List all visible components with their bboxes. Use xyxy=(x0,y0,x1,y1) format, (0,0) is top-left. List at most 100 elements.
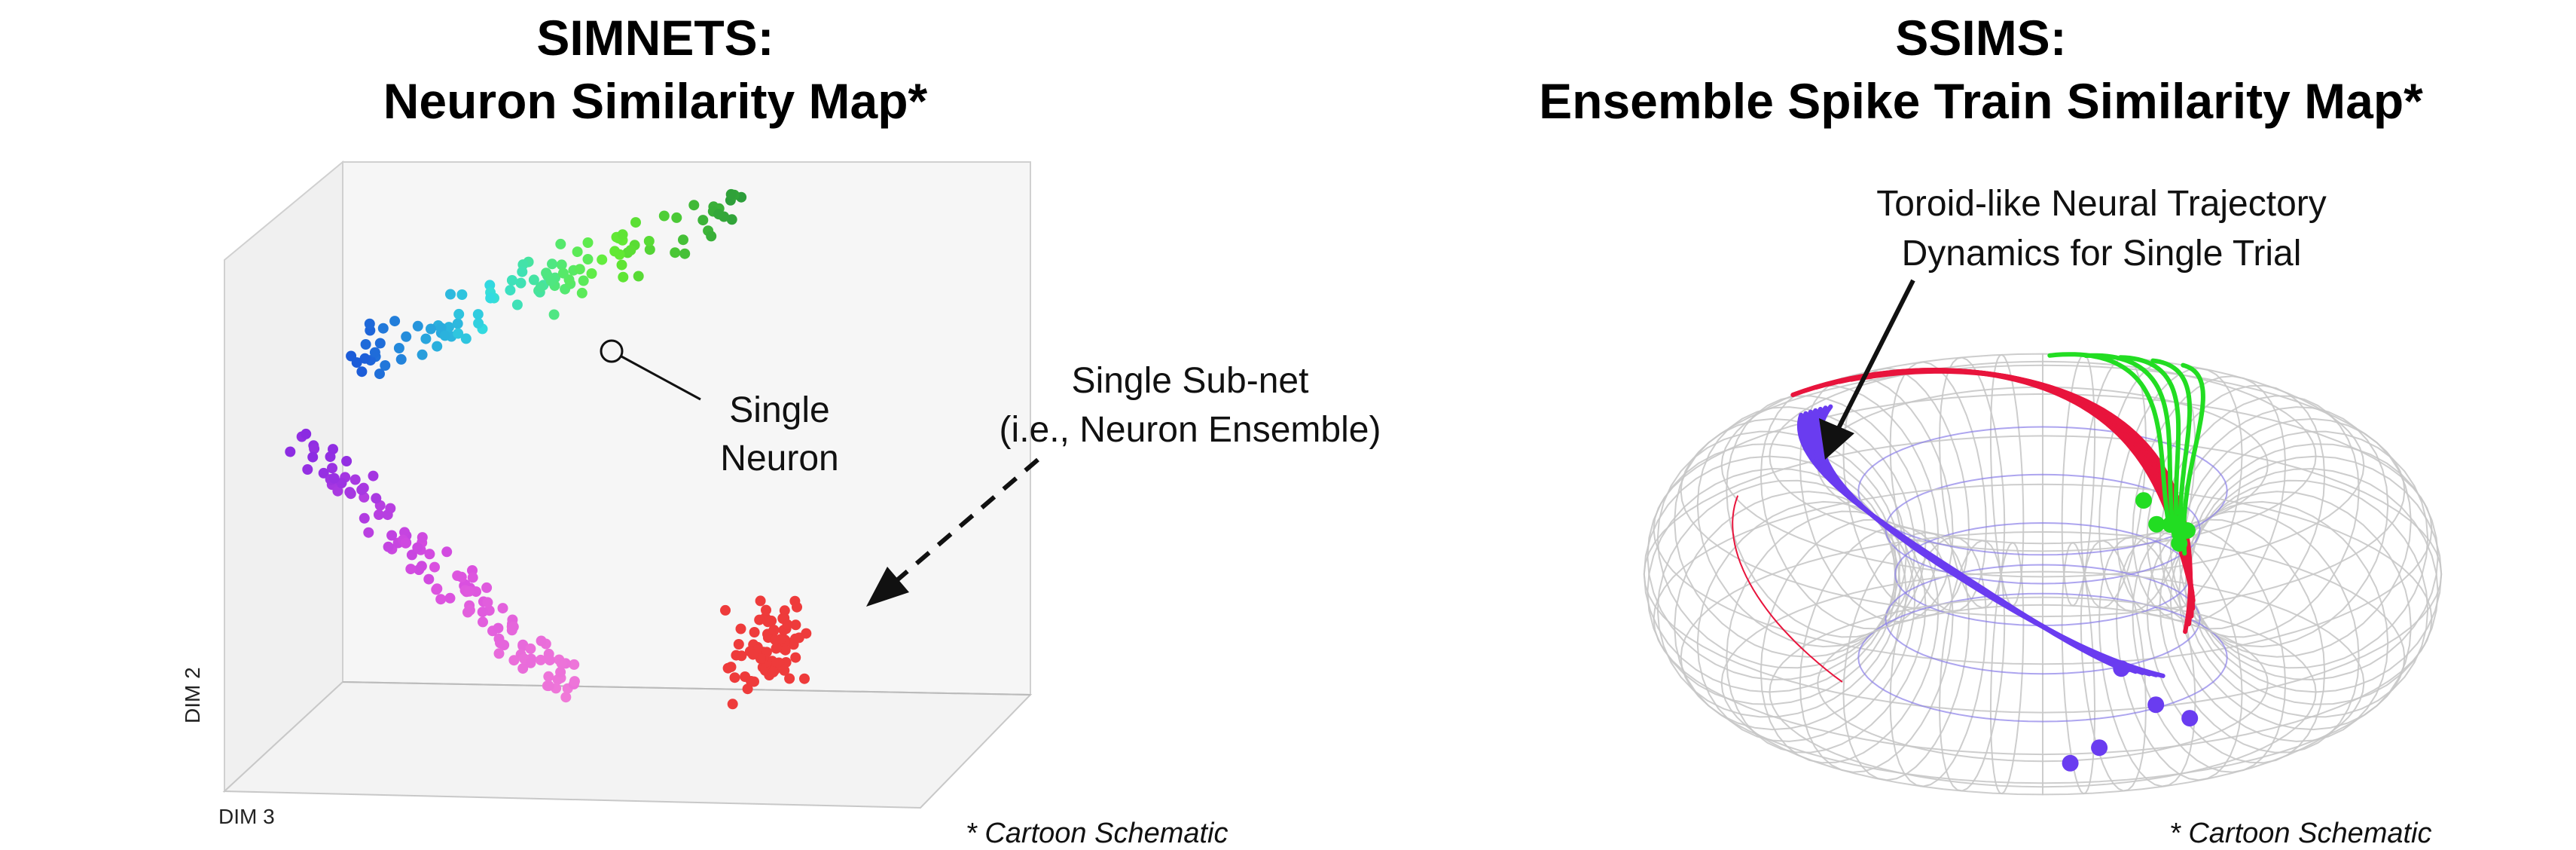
green-trajectory xyxy=(2150,358,2193,550)
mesh-parallel xyxy=(1653,483,2433,756)
neuron-point xyxy=(506,275,517,286)
neuron-point xyxy=(755,595,766,607)
neuron-point xyxy=(360,339,371,350)
neuron-point xyxy=(423,573,435,585)
neuron-point xyxy=(328,444,338,455)
ssims-title-line2: Ensemble Spike Train Similarity Map* xyxy=(1539,73,2423,129)
mesh-parallel xyxy=(1817,604,2269,763)
neuron-point xyxy=(630,217,641,228)
blue-trajectory xyxy=(1818,404,2165,678)
neuron-point xyxy=(452,318,463,329)
trajectory-arrowhead xyxy=(1819,418,1854,460)
neuron-point xyxy=(460,333,472,344)
neuron-point xyxy=(749,676,759,687)
mesh-meridian xyxy=(2116,531,2243,781)
neuron-point xyxy=(341,456,353,466)
neuron-point xyxy=(556,259,567,271)
neuron-point xyxy=(515,277,526,289)
trajectory-arrow-line xyxy=(1836,279,1915,431)
subnet-arrowhead xyxy=(866,567,909,607)
neuron-point xyxy=(643,236,655,246)
neuron-point xyxy=(768,666,779,677)
neuron-point xyxy=(359,353,371,364)
neuron-point xyxy=(799,673,810,684)
subnet-label-line1: Single Sub-net xyxy=(1071,361,1309,401)
neuron-point xyxy=(725,662,737,673)
neuron-point xyxy=(453,328,464,339)
neuron-point xyxy=(328,472,340,484)
neuron-point xyxy=(432,341,443,352)
neuron-point xyxy=(363,527,374,538)
neuron-point xyxy=(445,289,456,300)
neuron-point xyxy=(768,625,780,635)
neuron-point xyxy=(285,446,296,457)
neuron-point xyxy=(309,443,320,454)
neuron-point xyxy=(625,245,636,256)
neuron-point xyxy=(793,632,804,644)
simnets-title-line2: Neuron Similarity Map* xyxy=(383,73,928,129)
neuron-point xyxy=(597,254,608,265)
neuron-point xyxy=(374,368,385,380)
neuron-point xyxy=(670,247,681,258)
neuron-point xyxy=(770,634,781,646)
red-trajectory xyxy=(1860,368,2193,634)
neuron-point xyxy=(495,638,505,649)
neuron-point xyxy=(586,268,597,279)
mesh-parallel xyxy=(1680,530,2406,784)
left-footnote: * Cartoon Schematic xyxy=(966,818,1228,849)
mesh-meridian xyxy=(1842,367,1970,617)
neuron-point xyxy=(560,692,572,703)
neuron-point xyxy=(762,616,774,628)
neuron-point xyxy=(555,238,566,249)
neuron-point xyxy=(735,623,746,634)
neuron-point xyxy=(382,509,393,521)
neuron-point xyxy=(420,333,432,344)
neuron-point xyxy=(380,360,391,371)
neuron-point xyxy=(555,666,566,677)
neuron-point xyxy=(616,259,627,271)
neuron-point xyxy=(726,214,737,225)
blue-trajectories xyxy=(1796,404,2199,772)
neuron-point xyxy=(389,316,401,327)
neuron-point xyxy=(401,331,412,342)
neuron-point xyxy=(369,347,380,358)
neuron-point xyxy=(618,271,629,283)
neuron-point xyxy=(505,285,516,296)
neuron-point xyxy=(477,607,488,618)
neuron-point xyxy=(374,338,386,349)
blue-endpoint xyxy=(2091,739,2108,757)
neuron-point xyxy=(633,271,644,282)
neuron-point xyxy=(740,671,751,682)
neuron-point xyxy=(671,212,682,223)
right-footnote: * Cartoon Schematic xyxy=(2169,818,2432,849)
neuron-point xyxy=(749,627,760,638)
green-trajectory xyxy=(2181,362,2205,556)
single-neuron-label-line1: Single xyxy=(729,390,830,430)
neuron-point xyxy=(720,604,731,616)
neuron-point xyxy=(556,658,567,669)
red-trajectory-thin xyxy=(1732,495,1843,683)
neuron-point xyxy=(359,512,370,524)
neuron-point xyxy=(535,282,546,292)
neuron-point xyxy=(569,659,580,670)
axis-dim3-label: DIM 3 xyxy=(218,805,275,828)
green-endpoint xyxy=(2148,515,2165,533)
neuron-point xyxy=(658,210,670,222)
trajectory-label-line2: Dynamics for Single Trial xyxy=(1901,234,2302,274)
neuron-point xyxy=(414,564,425,576)
mesh-parallel xyxy=(1720,570,2365,796)
neuron-point xyxy=(511,299,523,310)
neuron-point xyxy=(536,635,547,647)
green-endpoint xyxy=(2178,522,2196,539)
mesh-parallel xyxy=(1894,522,2191,626)
neuron-point xyxy=(727,699,738,710)
neuron-point xyxy=(405,564,417,575)
neuron-point xyxy=(736,650,747,662)
neuron-point xyxy=(344,487,356,498)
blue-endpoint xyxy=(2147,696,2165,714)
neuron-point xyxy=(393,343,404,353)
neuron-point xyxy=(444,592,456,604)
neuron-point xyxy=(444,322,454,333)
